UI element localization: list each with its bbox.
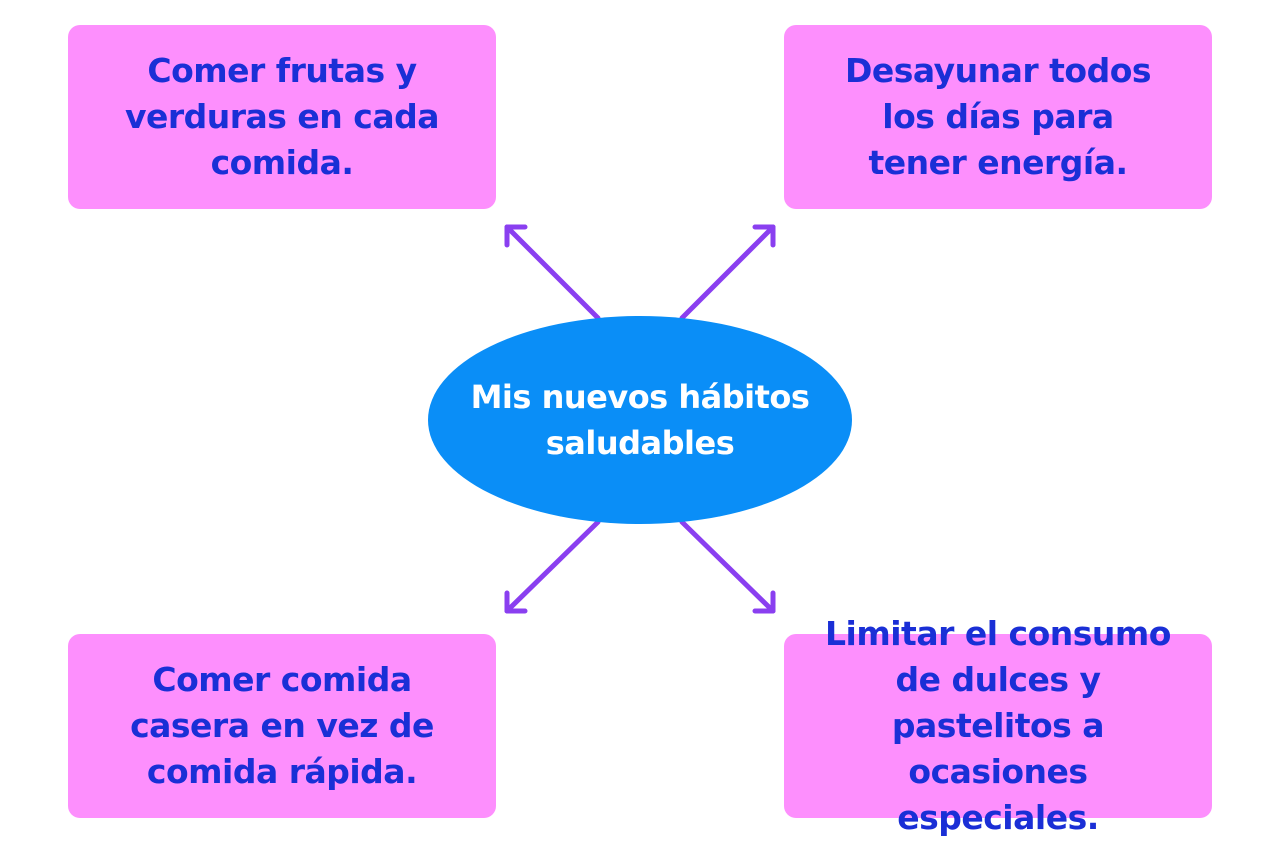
habit-box-top-left: Comer frutas y verduras en cada comida.: [68, 25, 496, 209]
arrow-to-bottom-right: [679, 519, 776, 614]
habit-text: Desayunar todos los días para tener ener…: [844, 51, 1152, 182]
habit-text: Limitar el consumo de dulces y pastelito…: [825, 614, 1171, 837]
arrow-to-top-right: [679, 224, 776, 321]
habit-box-bottom-left: Comer comida casera en vez de comida ráp…: [68, 634, 496, 818]
habit-box-bottom-right: Limitar el consumo de dulces y pastelito…: [784, 614, 1212, 837]
center-ellipse: Mis nuevos hábitos saludables: [428, 316, 852, 524]
arrow-to-bottom-left: [504, 519, 601, 614]
habit-text: Comer comida casera en vez de comida ráp…: [130, 660, 434, 791]
habit-box-top-right: Desayunar todos los días para tener ener…: [784, 25, 1212, 209]
arrow-to-top-left: [504, 224, 601, 321]
center-label: Mis nuevos hábitos saludables: [470, 378, 810, 462]
habit-text: Comer frutas y verduras en cada comida.: [124, 51, 440, 182]
